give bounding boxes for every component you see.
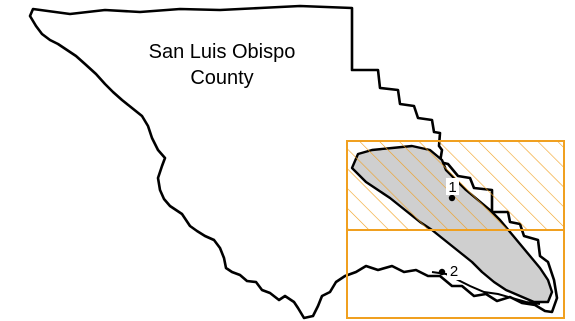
marker-2-label-bg	[447, 262, 461, 280]
marker-1-dot	[448, 194, 456, 202]
marker-1-label: 1	[448, 179, 456, 196]
county-name-line1: San Luis Obispo	[149, 41, 296, 63]
marker-2-label: 2	[450, 263, 458, 280]
marker-2-dot	[438, 268, 446, 276]
county-name-line2: County	[190, 67, 253, 89]
grid-box-2	[346, 229, 565, 319]
county-outline	[28, 4, 559, 320]
marker-1-label-bg	[446, 178, 459, 195]
